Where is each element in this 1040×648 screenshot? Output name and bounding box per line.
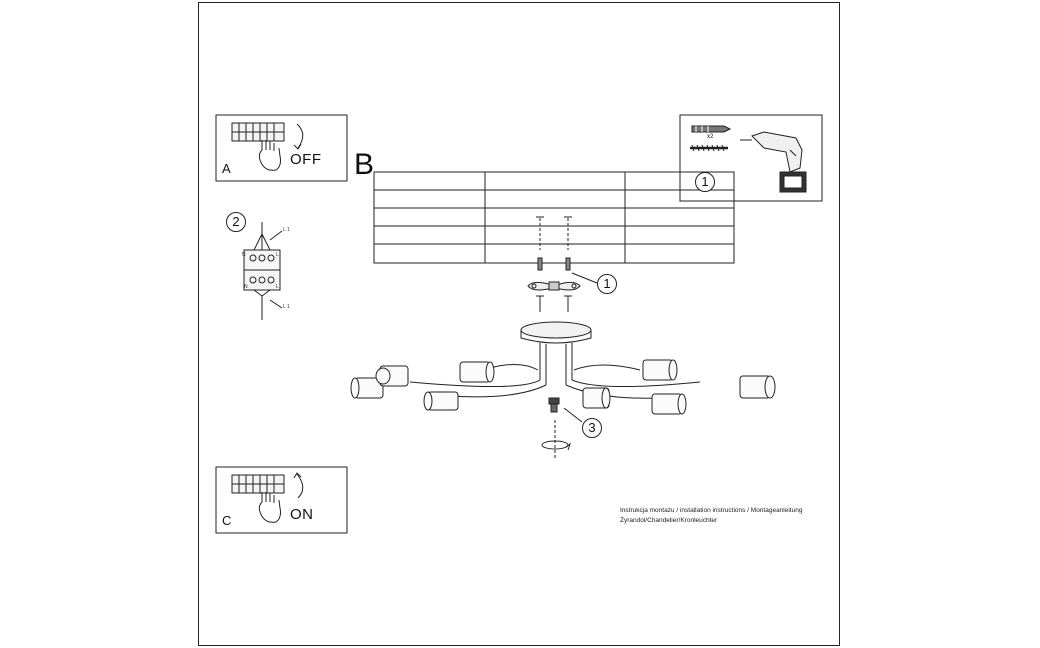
step-2-badge: 2 xyxy=(226,212,246,232)
caption-line-1: Instrukcja montażu / installation instru… xyxy=(620,507,803,514)
rotate-arrow-icon xyxy=(293,472,304,499)
terminal-block-icon xyxy=(231,122,285,142)
off-label: OFF xyxy=(290,151,322,168)
quantity-label: x2 xyxy=(707,134,714,140)
wall-plug-icon xyxy=(537,257,571,271)
panel-c-frame xyxy=(215,466,348,534)
panel-c-letter: C xyxy=(222,513,232,528)
on-label: ON xyxy=(290,506,314,523)
instruction-sheet xyxy=(198,2,840,646)
ceiling xyxy=(373,171,735,264)
wire-label-n-left: N xyxy=(242,252,246,258)
rotate-arrow-icon xyxy=(293,123,304,150)
wall-plug-icon xyxy=(691,125,732,133)
terminal-block-icon xyxy=(231,474,285,494)
drill-icon xyxy=(740,131,807,193)
step-1-badge: 1 xyxy=(597,274,617,294)
step-3-badge: 3 xyxy=(582,418,602,438)
wire-label-l1-top: L 1 xyxy=(283,227,290,233)
wire-label-l-left: L xyxy=(276,252,279,258)
step-1-tools-badge: 1 xyxy=(695,172,715,192)
chandelier-icon xyxy=(350,321,776,415)
tools-frame xyxy=(679,114,823,202)
canopy-screw-icon xyxy=(541,397,571,460)
screw-icon xyxy=(690,144,728,152)
hand-icon xyxy=(258,492,281,523)
hand-icon xyxy=(258,140,281,171)
panel-b-letter: B xyxy=(354,148,375,181)
wiring-diagram xyxy=(243,222,283,320)
wire-label-l: L xyxy=(276,284,279,290)
caption-line-2: Żyrandol/Chandelier/Kronleuchter xyxy=(620,517,718,524)
lamp-socket xyxy=(350,359,776,415)
mounting-bracket xyxy=(527,281,581,291)
wire-label-l1-bottom: L 1 xyxy=(283,304,290,310)
panel-a-letter: A xyxy=(222,161,231,176)
screw-icon xyxy=(536,295,572,312)
panel-a-frame xyxy=(215,114,348,182)
wire-label-n: N xyxy=(244,284,248,290)
caption: Instrukcja montażu / installation instru… xyxy=(620,506,802,526)
